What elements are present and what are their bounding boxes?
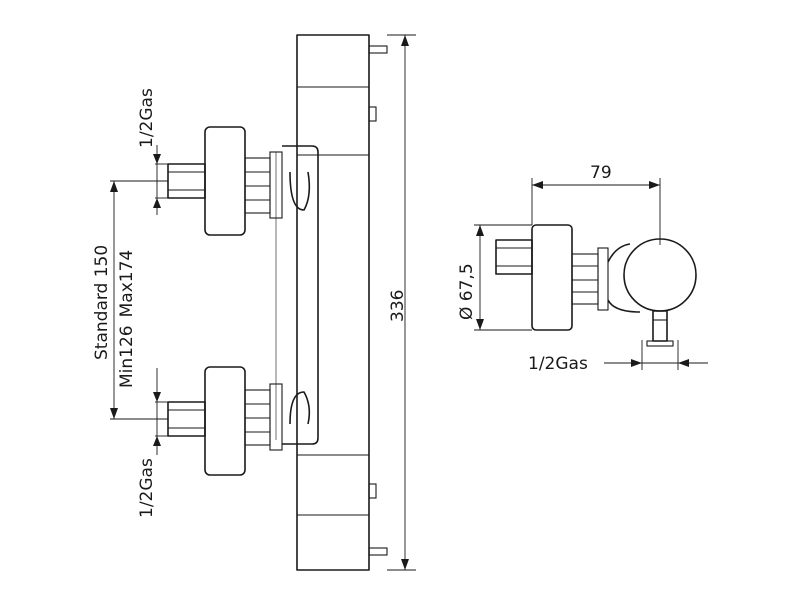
centers-standard-label: Standard 150 xyxy=(92,245,112,360)
top-thread-label: 1/2Gas xyxy=(137,88,157,148)
dim-center-distance xyxy=(110,180,168,420)
dim-outlet-thread xyxy=(604,340,708,370)
side-wall-disc xyxy=(531,224,573,331)
centers-min-label: Min126 xyxy=(117,325,137,388)
diameter-label: Ø 67,5 xyxy=(457,263,477,320)
side-body-circle xyxy=(607,238,697,313)
bottom-thread-label: 1/2Gas xyxy=(137,458,157,518)
side-outlet xyxy=(646,310,674,347)
dim-bottom-thread xyxy=(153,368,161,455)
dim-top-thread xyxy=(153,145,161,215)
side-inlet xyxy=(495,239,533,275)
top-inlet xyxy=(155,126,283,236)
dim-diameter xyxy=(474,224,532,331)
depth-label: 79 xyxy=(590,163,612,183)
dim-depth xyxy=(531,178,661,245)
mixer-body xyxy=(296,34,370,571)
bottom-inlet xyxy=(155,366,283,476)
body-pins xyxy=(368,45,388,556)
central-bar xyxy=(275,145,319,445)
side-nut xyxy=(571,247,609,311)
centers-max-label: Max174 xyxy=(117,250,137,318)
front-view: 1/2Gas 1/2Gas Standard 150 Min126Max174 … xyxy=(92,34,416,571)
side-view: 79 Ø 67,5 1/2Gas xyxy=(457,163,708,374)
centers-range-label: Min126 Max174 xyxy=(117,250,137,388)
outlet-thread-label: 1/2Gas xyxy=(528,354,588,374)
dim-overall-length xyxy=(387,34,416,571)
overall-length-label: 336 xyxy=(388,290,408,322)
